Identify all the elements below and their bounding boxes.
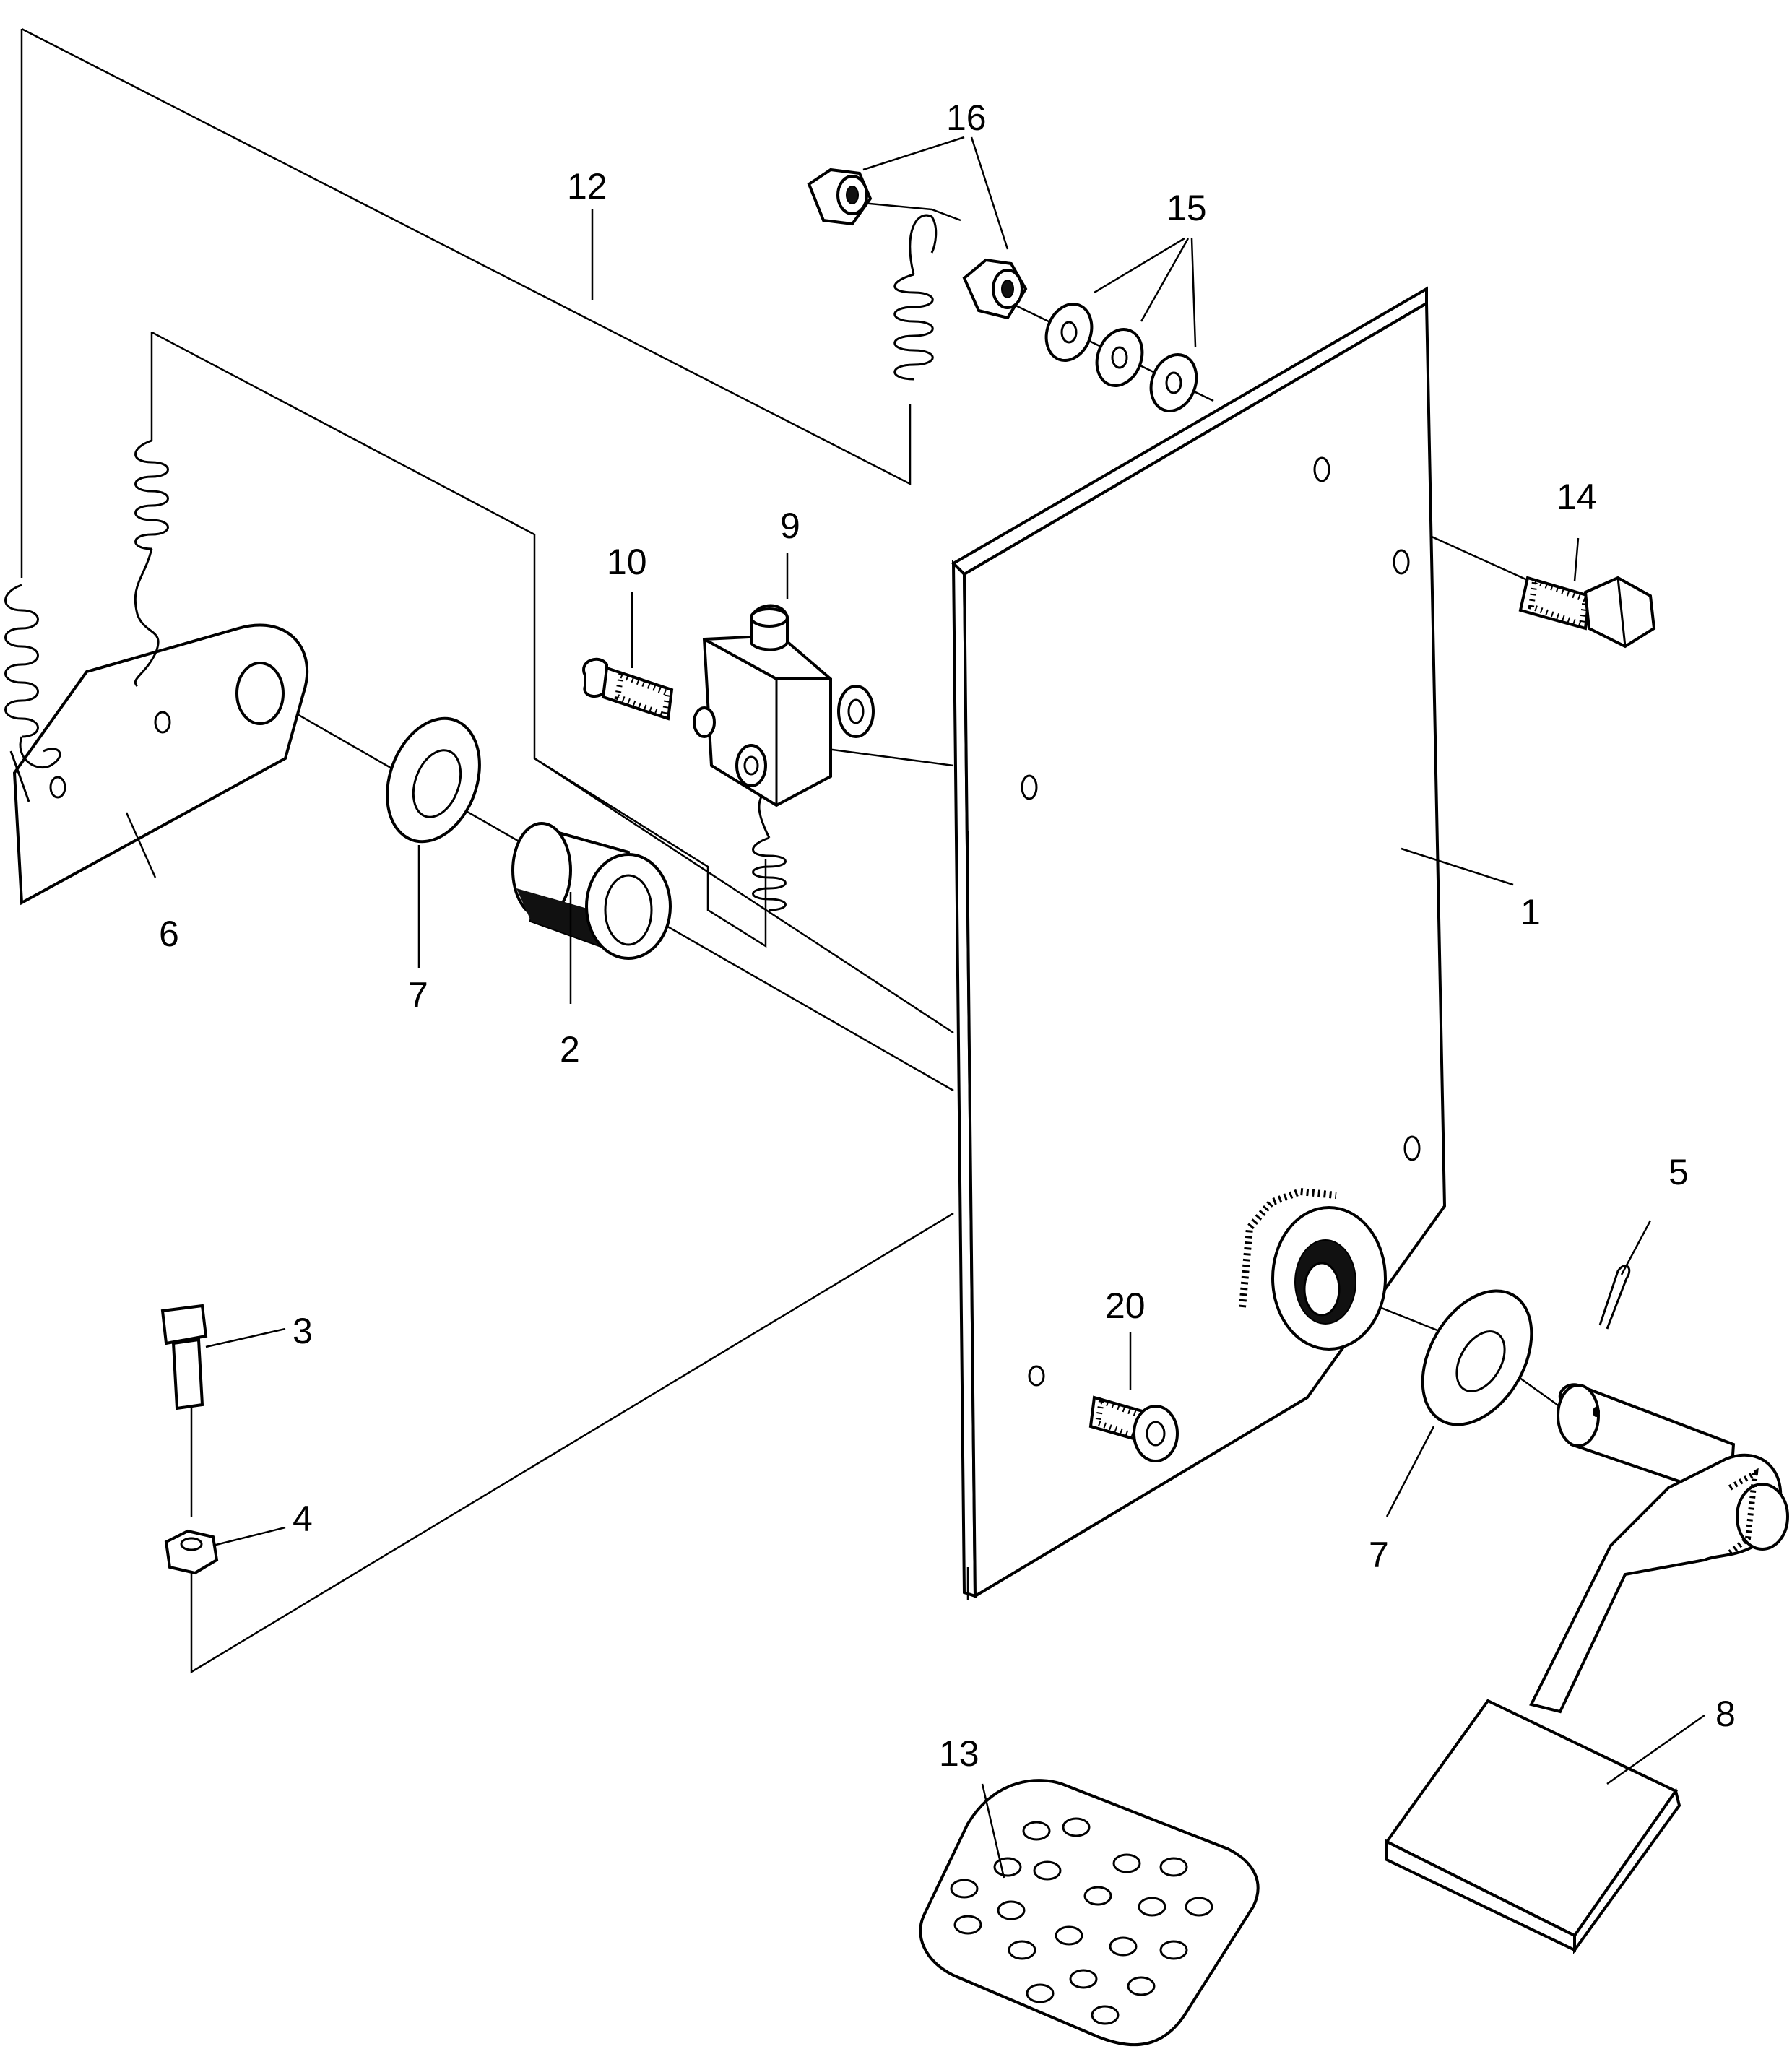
label-part-20: 20 (1105, 1286, 1146, 1326)
small-bolt (160, 1304, 208, 1410)
lever-plate (12, 623, 309, 906)
label-part-13: 13 (939, 1733, 979, 1774)
small-nut (164, 1529, 219, 1575)
mounting-plate (951, 286, 1447, 1599)
label-part-15: 15 (1166, 188, 1207, 228)
part-labels: 1 2 3 4 5 6 7 7 8 9 10 12 13 14 15 16 20 (159, 98, 1736, 1774)
label-part-7-upper: 7 (408, 975, 428, 1015)
label-part-6: 6 (159, 914, 179, 954)
cotter-pin (1598, 1265, 1631, 1330)
label-part-2: 2 (560, 1029, 580, 1070)
label-part-4: 4 (293, 1499, 313, 1539)
cap-screw (1088, 1395, 1179, 1462)
washer-lower (1421, 1289, 1533, 1426)
brake-pedal-arm (1385, 1383, 1789, 1955)
label-part-12: 12 (567, 166, 607, 207)
label-part-5: 5 (1668, 1152, 1689, 1192)
label-part-7-lower: 7 (1369, 1535, 1389, 1575)
valve-spring (893, 214, 938, 381)
hex-nuts (807, 168, 1028, 320)
label-part-14: 14 (1557, 477, 1597, 517)
lower-spring (752, 789, 787, 911)
label-part-8: 8 (1715, 1694, 1736, 1734)
washer-stack (1044, 303, 1198, 412)
valve-block (693, 604, 875, 807)
valve-bolt (582, 657, 674, 721)
pad-grip-dots (950, 1817, 1213, 2025)
label-part-9: 9 (780, 506, 800, 546)
bushing (511, 822, 672, 960)
leader-lines (125, 136, 1705, 1878)
label-part-1: 1 (1520, 892, 1541, 932)
hex-bolt (1518, 576, 1656, 649)
label-part-10: 10 (607, 542, 647, 582)
pedal-pad (919, 1779, 1260, 2047)
label-part-3: 3 (293, 1311, 313, 1351)
washer-upper (386, 716, 481, 844)
return-spring-upper (134, 439, 169, 688)
return-spring-left (4, 584, 61, 802)
label-part-16: 16 (946, 98, 987, 138)
